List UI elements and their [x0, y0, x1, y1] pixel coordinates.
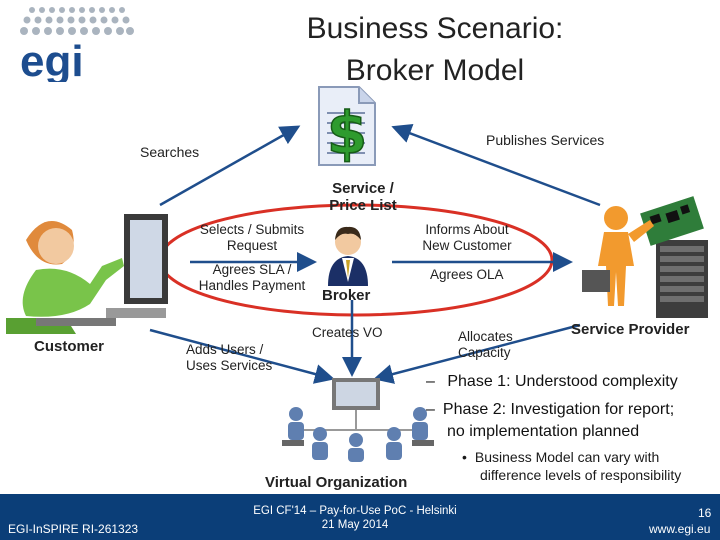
price-list-document-icon: $: [315, 83, 379, 169]
allocates-capacity-label: Allocates Capacity: [458, 329, 513, 360]
customer-figure: [6, 200, 172, 336]
footer-event: EGI CF'14 – Pay-for-Use PoC - Helsinki 2…: [253, 505, 457, 531]
adds-users-label: Adds Users / Uses Services: [186, 342, 273, 373]
broker-label: Broker: [322, 287, 371, 304]
selects-submits-label: Selects / Submits Request: [199, 222, 305, 253]
arrow-customer-vo: [149, 328, 335, 384]
footer-url: www.egi.eu: [649, 522, 711, 536]
svg-text:egi: egi: [20, 37, 84, 82]
slide-title: Business Scenario: Broker Model: [250, 8, 620, 92]
footer-page-number: 16: [698, 506, 712, 520]
footer-bar: [0, 494, 720, 540]
virtual-organization-figure: [282, 374, 434, 464]
creates-vo-label: Creates VO: [312, 325, 383, 340]
customer-label: Customer: [34, 338, 105, 355]
arrow-searches: [159, 125, 301, 207]
service-price-list-label: Service / Price List: [329, 180, 397, 214]
svg-text:$: $: [327, 99, 367, 167]
title-line-2: Broker Model: [345, 54, 525, 87]
bullet-phase-1: – Phase 1: Understood complexity: [426, 373, 678, 390]
egi-logo: egi: [12, 2, 152, 86]
publishes-services-label: Publishes Services: [486, 132, 605, 148]
service-provider-figure: [574, 196, 714, 320]
footer-project-id: EGI-InSPIRE RI-261323: [8, 522, 139, 536]
bullet-phase-2: –Phase 2: Investigation for report; no i…: [426, 401, 675, 440]
service-provider-label: Service Provider: [571, 321, 690, 338]
arrow-publishes: [391, 123, 601, 207]
searches-label: Searches: [140, 144, 200, 160]
arrow-provider-vo: [373, 323, 581, 384]
agrees-sla-label: Agrees SLA / Handles Payment: [198, 262, 306, 293]
title-line-1: Business Scenario:: [306, 12, 564, 45]
agrees-ola-label: Agrees OLA: [430, 267, 504, 282]
virtual-organization-label: Virtual Organization: [265, 474, 408, 491]
broker-figure: [322, 222, 374, 286]
bullet-business-model: •Business Model can vary with difference…: [462, 449, 682, 483]
informs-about-label: Informs About New Customer: [422, 222, 512, 253]
